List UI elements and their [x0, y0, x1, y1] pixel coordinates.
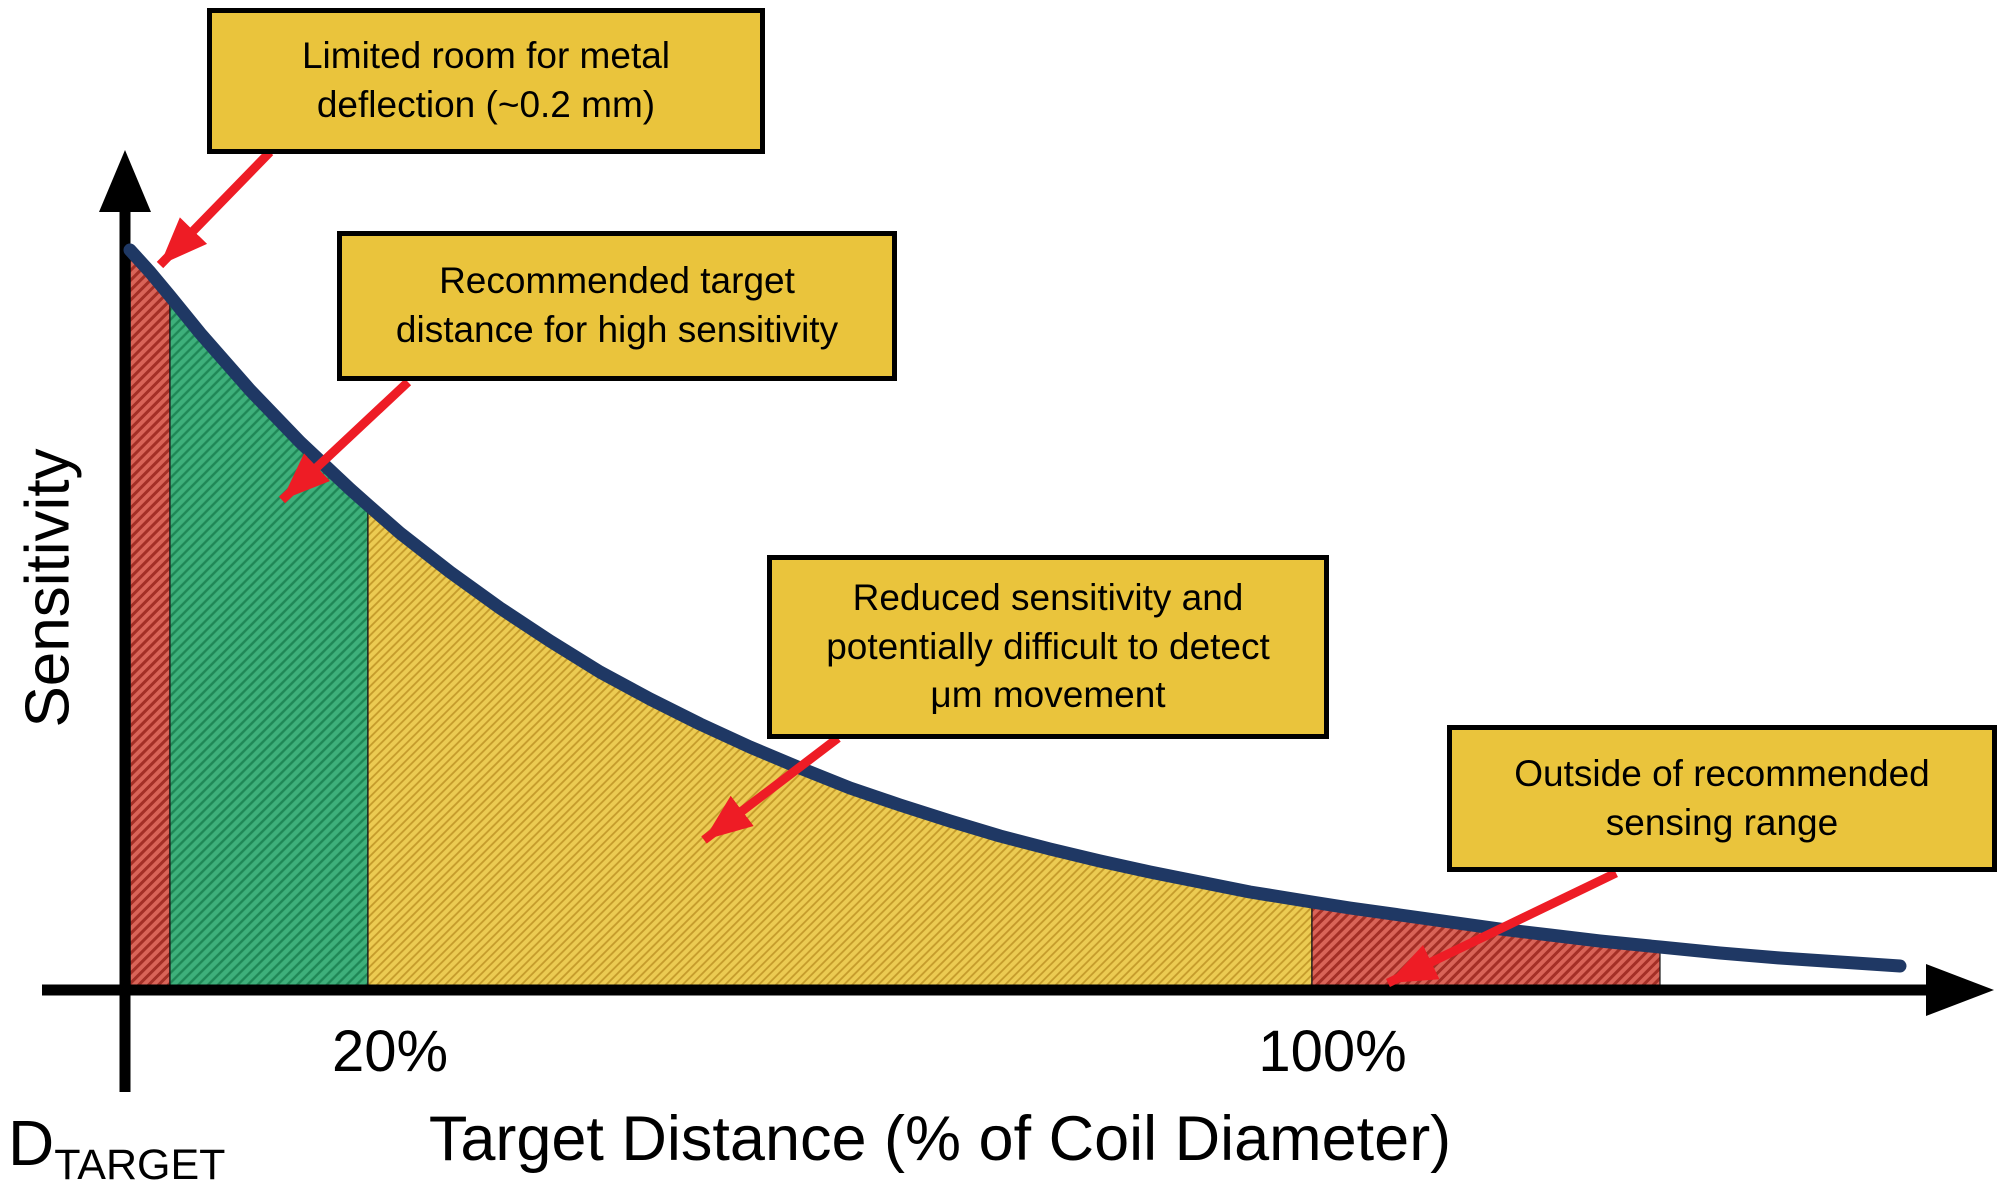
origin-label: DTARGET: [8, 1106, 225, 1190]
callout-recommended: Recommended target distance for high sen…: [337, 231, 897, 381]
origin-label-main: D: [8, 1107, 55, 1179]
sensitivity-curve: [123, 243, 1907, 973]
x-axis-label: Target Distance (% of Coil Diameter): [428, 1104, 1452, 1174]
region-recommended: [169, 293, 369, 992]
callout-limited-deflection: Limited room for metal deflection (~0.2 …: [207, 8, 765, 154]
y-axis-arrowhead: [99, 150, 151, 212]
x-tick-20: 20%: [331, 1019, 449, 1084]
callout-reduced-sensitivity: Reduced sensitivity and potentially diff…: [767, 555, 1329, 739]
callout-arrow-reduced-sensitivity: [701, 734, 841, 844]
callout-arrow-limited-deflection: [156, 148, 274, 269]
callout-arrow-outside-range: [1386, 868, 1618, 988]
x-tick-100: 100%: [1258, 1019, 1407, 1084]
region-limited-deflection: [129, 247, 171, 992]
callout-arrow-recommended: [278, 378, 412, 504]
y-axis-label: Sensitivity: [13, 448, 83, 728]
callout-outside-range: Outside of recommended sensing range: [1447, 725, 1997, 872]
origin-label-subscript: TARGET: [54, 1141, 226, 1189]
x-axis-arrowhead: [1926, 964, 1994, 1016]
